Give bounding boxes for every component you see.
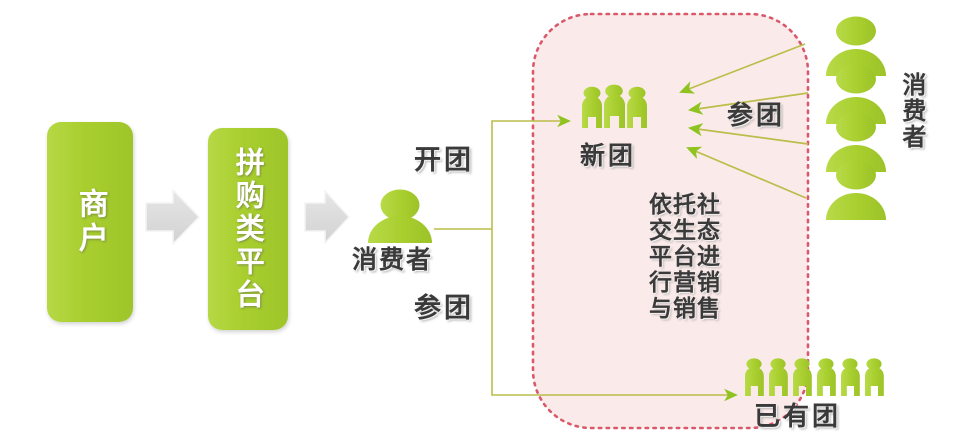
flow-box-merchant-label: 商户: [72, 188, 108, 256]
zone-description-line-1: 依托社: [649, 192, 721, 218]
consumer-left-person-icon: [368, 189, 432, 243]
new-group-label: 新团: [580, 141, 637, 170]
zone-description-line-5: 与销售: [649, 295, 721, 322]
flow-box-platform-label: 拼购类平台: [231, 146, 266, 312]
branch-label-join-group: 参团: [414, 293, 474, 324]
right-consumer-label: 消费者: [897, 72, 926, 150]
zone-description: 依托社 交生态 平台进 行营销 与销售: [637, 192, 733, 322]
connector-consumer-branch: [434, 114, 738, 402]
right-consumer-person-icons: [826, 16, 886, 220]
arrow-platform-to-consumer: [304, 190, 350, 244]
branch-label-start-group: 开团: [414, 145, 474, 176]
consumer-left-label: 消费者: [352, 245, 434, 274]
zone-description-line-3: 平台进: [649, 243, 721, 270]
flow-box-merchant[interactable]: 商户: [47, 122, 133, 322]
flow-box-platform[interactable]: 拼购类平台: [208, 128, 288, 330]
zone-description-line-4: 行营销: [649, 269, 721, 296]
zone-description-line-2: 交生态: [649, 217, 721, 244]
new-group-people-icon: [582, 84, 647, 128]
join-group-arrows: [679, 43, 809, 199]
existing-group-label: 已有团: [754, 402, 842, 432]
join-group-action-label: 参团: [727, 101, 786, 131]
existing-group-people-icon: [745, 358, 884, 396]
arrow-merchant-to-platform: [145, 189, 200, 245]
